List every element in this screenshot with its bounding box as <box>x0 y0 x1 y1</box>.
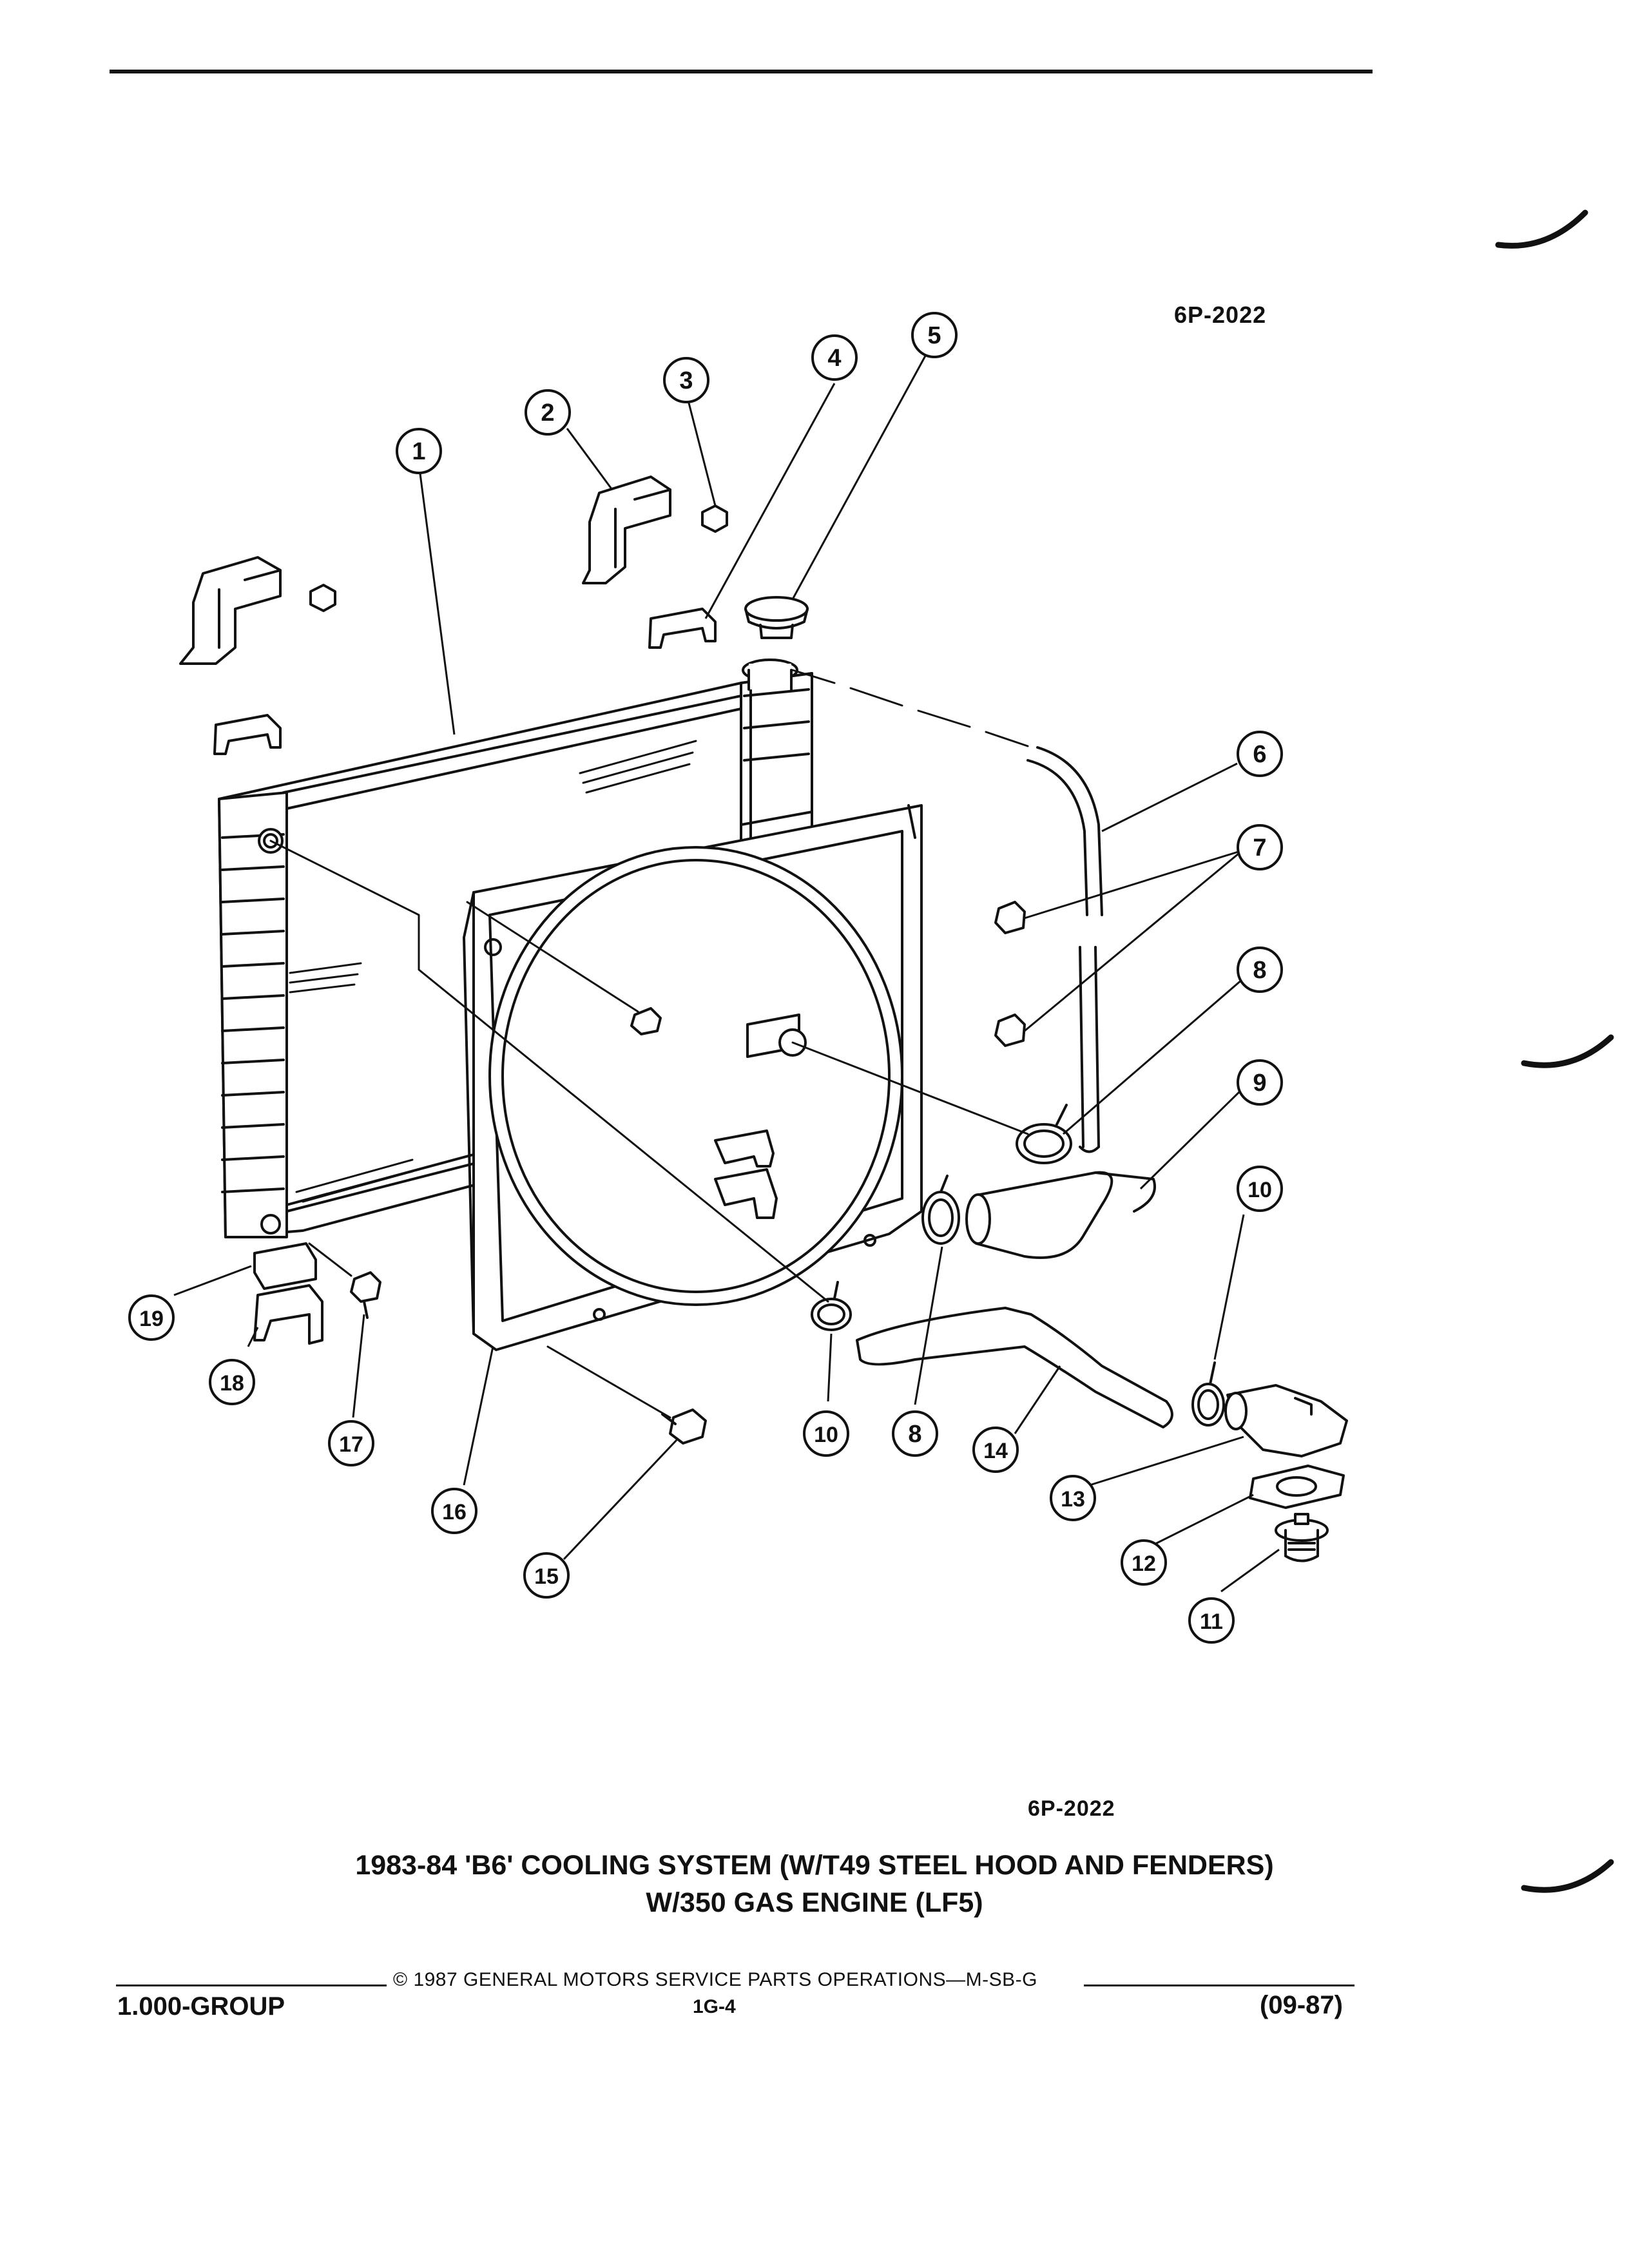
callout-1: 1 <box>396 428 442 474</box>
callout-circle <box>396 428 442 474</box>
figure-id-top: 6P-2022 <box>1174 302 1267 328</box>
figure-id-bottom: 6P-2022 <box>1028 1796 1115 1821</box>
callout-4: 4 <box>811 334 858 381</box>
thermostat <box>1275 1513 1329 1562</box>
callout-circle <box>1188 1597 1235 1644</box>
footer-page-number: 1G-4 <box>693 1996 736 2017</box>
water-outlet-housing <box>1224 1384 1348 1457</box>
callout-label: 5 <box>927 322 941 349</box>
callout-13: 13 <box>1050 1475 1096 1521</box>
callout-label: 14 <box>983 1439 1008 1463</box>
callout-16: 16 <box>431 1488 477 1534</box>
footer-rule-right <box>1084 1984 1354 1986</box>
callout-circle <box>1237 947 1283 993</box>
callout-circle <box>663 357 709 403</box>
diagram-title: 1983-84 'B6' COOLING SYSTEM (W/T49 STEEL… <box>0 1847 1629 1921</box>
shroud-bolt <box>661 1408 707 1445</box>
callout-label: 18 <box>220 1371 244 1396</box>
callout-circle <box>1121 1539 1167 1586</box>
radiator-cap <box>744 596 809 639</box>
callout-circle <box>128 1294 175 1341</box>
callout-circle <box>803 1410 849 1457</box>
callout-circle <box>431 1488 477 1534</box>
callout-7: 7 <box>1237 824 1283 870</box>
upper-mount-bracket-right <box>582 476 671 584</box>
callout-label: 6 <box>1253 741 1266 768</box>
callout-19: 19 <box>128 1294 175 1341</box>
title-line-1: 1983-84 'B6' COOLING SYSTEM (W/T49 STEEL… <box>355 1850 1274 1881</box>
top-rule <box>110 70 1373 73</box>
callout-circle <box>1237 731 1283 777</box>
footer-group: 1.000-GROUP <box>117 1992 285 2021</box>
callout-17: 17 <box>328 1420 374 1466</box>
callout-circle <box>525 389 571 436</box>
outlet-gasket <box>1249 1465 1345 1509</box>
lower-insulator <box>253 1242 317 1290</box>
callout-label: 19 <box>139 1307 164 1331</box>
callout-label: 11 <box>1200 1610 1223 1634</box>
callout-label: 10 <box>814 1423 838 1447</box>
callout-label: 3 <box>679 367 693 394</box>
callout-10: 10 <box>803 1410 849 1457</box>
binding-mark <box>1521 1034 1614 1068</box>
callout-5: 5 <box>911 312 958 358</box>
callout-circle <box>811 334 858 381</box>
footer-copyright: © 1987 GENERAL MOTORS SERVICE PARTS OPER… <box>393 1969 1037 1990</box>
callout-10: 10 <box>1237 1166 1283 1212</box>
upper-radiator-hose <box>975 1171 1113 1259</box>
footer-rule-left <box>116 1984 387 1986</box>
callout-circle <box>328 1420 374 1466</box>
callout-label: 4 <box>827 345 841 372</box>
callout-label: 16 <box>442 1500 467 1524</box>
callout-circle <box>892 1410 938 1457</box>
callout-circle <box>1050 1475 1096 1521</box>
callout-label: 13 <box>1061 1487 1085 1512</box>
callout-label: 12 <box>1132 1552 1156 1576</box>
footer-date: (09-87) <box>1260 1991 1343 2019</box>
upper-mount-bracket-left <box>179 556 282 665</box>
callout-circle <box>523 1552 570 1599</box>
callout-3: 3 <box>663 357 709 403</box>
callout-label: 17 <box>339 1432 363 1457</box>
fan-shroud <box>463 804 923 1351</box>
lower-radiator-hose <box>856 1307 1173 1428</box>
callout-11: 11 <box>1188 1597 1235 1644</box>
callout-2: 2 <box>525 389 571 436</box>
callout-9: 9 <box>1237 1059 1283 1106</box>
title-line-2: W/350 GAS ENGINE (LF5) <box>646 1887 983 1918</box>
callout-label: 9 <box>1253 1070 1266 1097</box>
callout-circle <box>972 1427 1019 1473</box>
callout-label: 8 <box>908 1421 921 1448</box>
upper-insulator <box>648 608 717 649</box>
binding-mark <box>1495 209 1588 249</box>
nut <box>701 505 728 533</box>
callout-8: 8 <box>1237 947 1283 993</box>
callout-label: 7 <box>1253 834 1266 861</box>
callout-label: 15 <box>534 1564 559 1589</box>
callout-18: 18 <box>209 1359 255 1405</box>
callout-circle <box>1237 1166 1283 1212</box>
callout-8: 8 <box>892 1410 938 1457</box>
callout-15: 15 <box>523 1552 570 1599</box>
hose-clip <box>994 901 1026 934</box>
callout-label: 10 <box>1248 1178 1272 1202</box>
callout-circle <box>911 312 958 358</box>
callout-label: 8 <box>1253 957 1266 984</box>
callout-6: 6 <box>1237 731 1283 777</box>
callout-label: 1 <box>412 438 425 465</box>
callout-14: 14 <box>972 1427 1019 1473</box>
callout-circle <box>209 1359 255 1405</box>
overflow-hose <box>1036 746 1103 916</box>
callout-12: 12 <box>1121 1539 1167 1586</box>
drain-cock <box>350 1271 381 1303</box>
callout-circle <box>1237 824 1283 870</box>
callout-circle <box>1237 1059 1283 1106</box>
callout-label: 2 <box>541 399 554 427</box>
binding-mark <box>1521 1859 1614 1893</box>
